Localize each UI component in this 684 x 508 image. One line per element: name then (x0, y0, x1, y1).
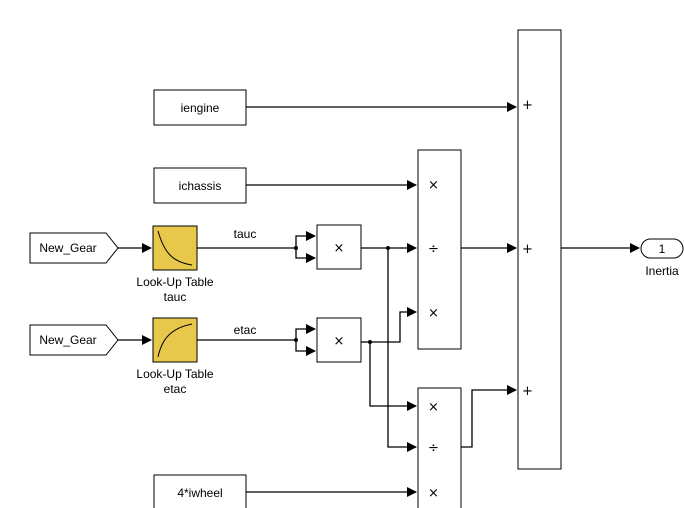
product-tauc-symbol: × (334, 241, 345, 256)
iengine-label: iengine (181, 101, 220, 115)
upper-port3-mul: × (428, 306, 439, 321)
product-block-etac[interactable]: × (316, 317, 362, 363)
etac-branch-upper (295, 324, 316, 340)
from-new-gear-block-1[interactable]: New_Gear (29, 232, 119, 264)
ichassis-label: ichassis (179, 179, 222, 193)
tauc-signal-label: tauc (234, 227, 257, 241)
lookup-table-tauc-label-1: Look-Up Table (136, 275, 213, 289)
etac-sq-to-lower-divide-line (369, 342, 417, 411)
ichassis-constant-block[interactable]: ichassis (153, 167, 247, 204)
lookup-table-tauc-block[interactable] (152, 225, 198, 271)
from-new-gear-label-1: New_Gear (39, 241, 96, 255)
lookup-table-etac-label-1: Look-Up Table (136, 367, 213, 381)
product-block-tauc[interactable]: × (316, 224, 362, 270)
iwheel-label: 4*iwheel (177, 486, 222, 500)
divide-block-lower[interactable]: × ÷ × (417, 387, 462, 508)
outport-inertia[interactable]: 1 (640, 238, 684, 259)
lookup-table-tauc-label-2: tauc (164, 290, 187, 304)
sum-plus-2: + (522, 242, 533, 257)
decay-curve-icon (157, 230, 193, 266)
lower-port3-mul: × (428, 486, 439, 501)
lower-port2-div: ÷ (428, 441, 439, 456)
tauc-branch-lower (295, 248, 316, 263)
sum-plus-1: + (522, 98, 533, 113)
lookup-table-etac-label-2: etac (164, 382, 187, 396)
tauc-sq-to-lower-divide-line (387, 248, 417, 452)
etac-signal-label: etac (234, 323, 257, 337)
saturating-curve-icon (157, 323, 193, 358)
upper-port1-mul: × (428, 178, 439, 193)
from-new-gear-block-2[interactable]: New_Gear (29, 324, 119, 356)
iengine-constant-block[interactable]: iengine (153, 89, 247, 126)
from-new-gear-label-2: New_Gear (39, 333, 96, 347)
divide-block-upper[interactable]: × ÷ × (417, 149, 462, 350)
lower-divide-to-sum-line (461, 385, 517, 448)
tauc-junction-dot (294, 246, 298, 250)
etac-branch-lower (295, 340, 316, 356)
upper-port2-div: ÷ (428, 242, 439, 257)
lookup-table-etac-block[interactable] (152, 317, 198, 363)
product-etac-symbol: × (334, 334, 345, 349)
outport-number: 1 (659, 242, 666, 256)
sum-plus-3: + (522, 384, 533, 399)
etac-sq-to-upper-divide-line (370, 307, 417, 343)
tauc-branch-upper (295, 231, 316, 248)
etac-junction-dot (294, 338, 298, 342)
iwheel-constant-block[interactable]: 4*iwheel (153, 474, 247, 508)
sum-block[interactable]: + + + (517, 29, 562, 470)
outport-label: Inertia (645, 264, 679, 278)
lower-port1-mul: × (428, 400, 439, 415)
signal-lines (118, 102, 640, 497)
